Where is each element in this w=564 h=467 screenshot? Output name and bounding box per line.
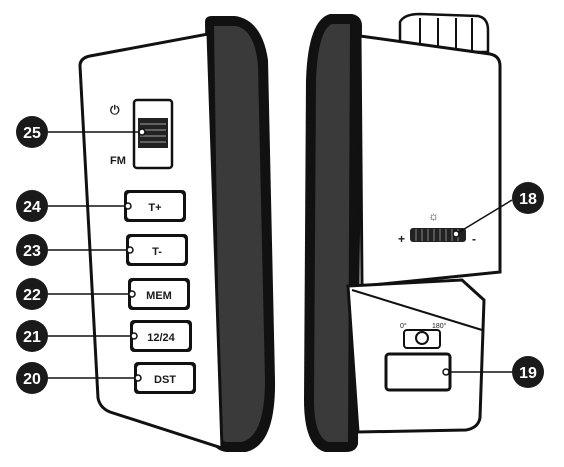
left-side-view: ⏻ FM T+ T- MEM 12/24 DST: [78, 16, 276, 452]
button-12-24[interactable]: 12/24: [130, 320, 192, 352]
callout-18: 18: [452, 182, 544, 238]
button-dst[interactable]: DST: [134, 362, 196, 394]
callout-25-number: 25: [23, 125, 41, 142]
right-housing-edge: [314, 24, 350, 442]
button-mem[interactable]: MEM: [128, 278, 190, 310]
rotation-knob-window[interactable]: [384, 352, 452, 392]
button-12-24-label: 12/24: [147, 332, 175, 344]
rotation-0-label: 0°: [400, 322, 407, 330]
button-mem-label: MEM: [146, 290, 172, 302]
power-symbol-label: ⏻: [110, 103, 120, 117]
callout-20: 20: [16, 362, 142, 394]
callout-22-number: 22: [23, 287, 41, 304]
button-dst-label: DST: [154, 374, 176, 386]
projector-head: [358, 34, 502, 288]
callout-22: 22: [16, 278, 136, 310]
button-t-minus[interactable]: T-: [126, 234, 188, 266]
callout-24: 24: [16, 190, 132, 222]
callout-23: 23: [16, 234, 134, 266]
callout-21: 21: [16, 320, 138, 352]
dimmer-wheel[interactable]: ☼ + -: [398, 209, 476, 246]
callout-24-number: 24: [23, 199, 41, 216]
button-t-plus[interactable]: T+: [124, 190, 186, 222]
callout-25: 25: [16, 116, 146, 148]
callout-19-number: 19: [519, 365, 537, 382]
dimmer-plus-label: +: [398, 232, 405, 246]
callout-20-number: 20: [23, 371, 41, 388]
left-housing-edge: [214, 26, 265, 442]
rotation-180-label: 180°: [432, 322, 447, 330]
focus-knob[interactable]: [398, 12, 490, 54]
callout-23-number: 23: [23, 243, 41, 260]
callout-18-number: 18: [519, 191, 537, 208]
projector-lens-icon: [415, 331, 429, 345]
right-side-view: ☼ + - 0° 180°: [304, 12, 502, 452]
button-t-plus-label: T+: [148, 202, 161, 214]
callout-21-number: 21: [23, 329, 41, 346]
power-fm-switch[interactable]: ⏻ FM: [110, 98, 174, 170]
fm-label: FM: [110, 155, 126, 167]
brightness-icon: ☼: [428, 209, 439, 223]
callout-19: 19: [442, 356, 544, 388]
dimmer-minus-label: -: [472, 232, 476, 246]
button-t-minus-label: T-: [152, 246, 162, 258]
